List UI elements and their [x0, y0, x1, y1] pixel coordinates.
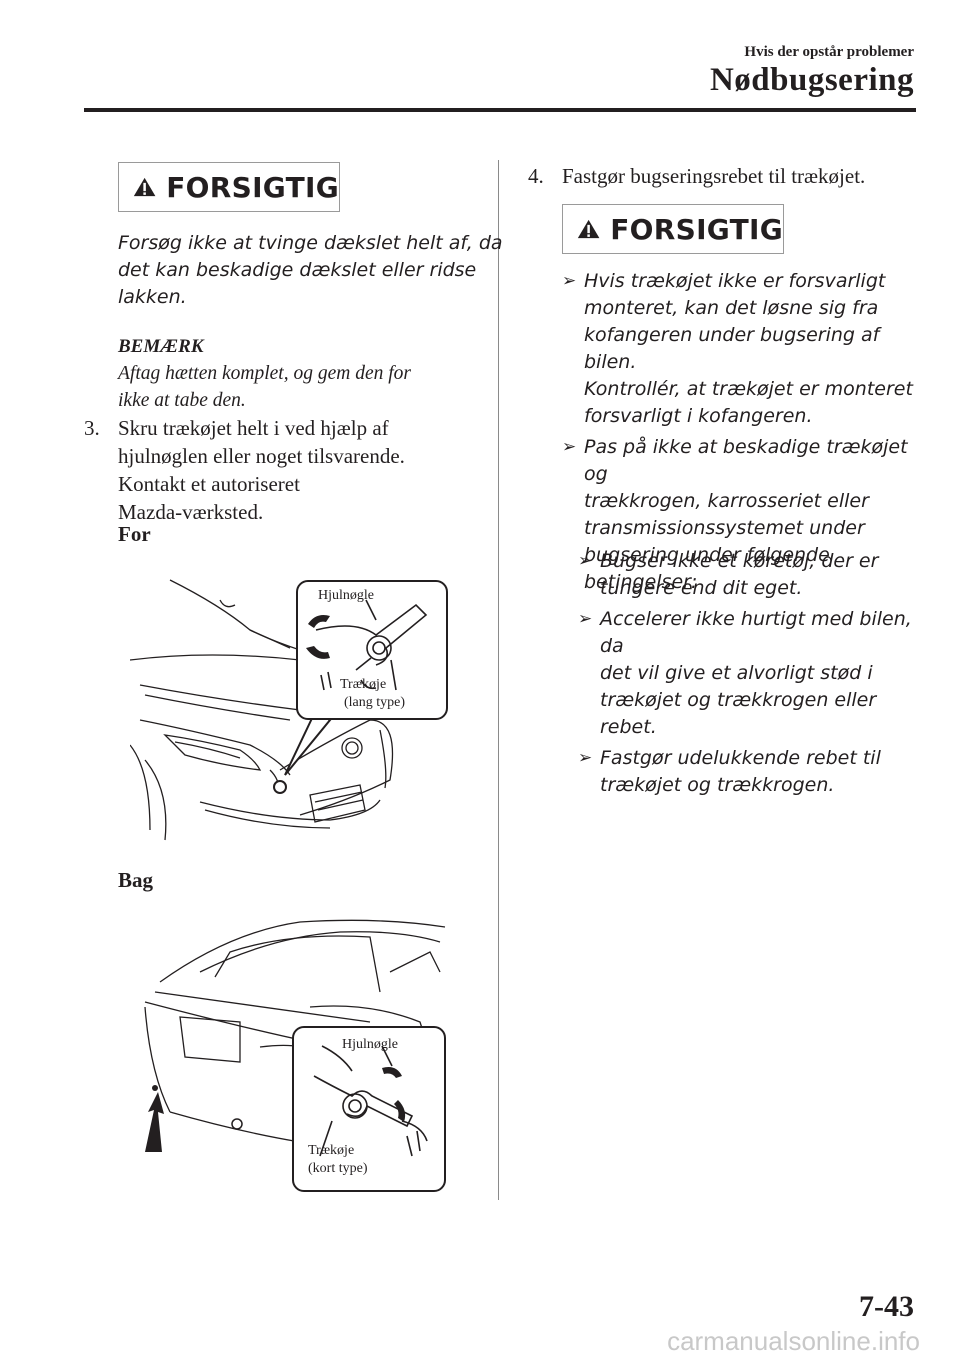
text-line: Fastgør udelukkende rebet til: [600, 747, 881, 769]
caution-sub-bullet-list: ➢ Bugser ikke et køretøj, der er tungere…: [578, 548, 918, 799]
text-line: det kan beskadige dækslet eller ridse: [118, 259, 477, 281]
text-line: bugsering under følgende: [584, 544, 830, 566]
rear-inset-box: [292, 1026, 446, 1192]
text-line: Hvis trækøjet ikke er forsvarligt: [584, 270, 886, 292]
step-number-4: 4.: [528, 164, 544, 188]
arrow-bullet-icon: ➢: [578, 609, 593, 629]
text-line: Pas på ikke at beskadige trækøjet og: [584, 436, 908, 485]
text-line: trækøjet og trækkrogen.: [600, 774, 835, 796]
step-3-text: Skru trækøjet helt i ved hjælp af hjulnø…: [118, 414, 405, 526]
text-line: kofangeren under bugsering af bilen.: [584, 324, 880, 373]
eye-type-front: (lang type): [344, 695, 405, 710]
front-inset-box: [296, 580, 448, 720]
text-line: ikke at tabe den.: [118, 390, 246, 411]
wrench-label-rear: Hjulnøgle: [342, 1037, 398, 1052]
text-line: tungere end dit eget.: [600, 577, 803, 599]
wrench-illustration-rear: Hjulnøgle Trækøje (kort type): [308, 1037, 428, 1176]
page-title: Nødbugsering: [709, 62, 914, 98]
text-line: lakken.: [118, 286, 187, 308]
text-line: forsvarligt i kofangeren.: [584, 405, 813, 427]
caution-label: FORSIGTIG: [166, 170, 339, 204]
caution-box-left: FORSIGTIG: [118, 162, 340, 212]
text-line: Kontrollér, at trækøjet er monteret: [584, 378, 913, 400]
caution-text-left: Forsøg ikke at tvinge dækslet helt af, d…: [118, 230, 503, 311]
step-4-text: Fastgør bugseringsrebet til trækøjet.: [562, 164, 866, 188]
list-item: ➢ Hvis trækøjet ikke er forsvarligt mont…: [562, 268, 922, 430]
text-line: Bugser ikke et køretøj, der er: [600, 550, 879, 572]
front-label: For: [118, 522, 151, 546]
caution-label: FORSIGTIG: [610, 212, 783, 246]
caution-box-right: FORSIGTIG: [562, 204, 784, 254]
text-line: Aftag hætten komplet, og gem den for: [118, 363, 411, 384]
text-line: Mazda-værksted.: [118, 500, 264, 524]
text-line: Accelerer ikke hurtigt med bilen, da: [600, 608, 912, 657]
list-item: ➢ Fastgør udelukkende rebet til trækøjet…: [578, 745, 918, 799]
eye-label-front: Trækøje: [340, 677, 386, 692]
page-number: 7-43: [859, 1290, 914, 1323]
header-rule: [84, 108, 916, 112]
text-line: transmissionssystemet under: [584, 517, 865, 539]
watermark: carmanualsonline.info: [667, 1326, 920, 1356]
warning-icon: [577, 219, 600, 239]
eye-type-rear: (kort type): [308, 1161, 368, 1176]
text-line: det vil give et alvorligt stød i: [600, 662, 873, 684]
text-line: Kontakt et autoriseret: [118, 472, 300, 496]
text-line: hjulnøglen eller noget tilsvarende.: [118, 444, 405, 468]
arrow-bullet-icon: ➢: [578, 748, 593, 768]
caution-bullet-list: ➢ Hvis trækøjet ikke er forsvarligt mont…: [562, 268, 922, 596]
text-line: monteret, kan det løsne sig fra: [584, 297, 879, 319]
text-line: Forsøg ikke at tvinge dækslet helt af, d…: [118, 232, 503, 254]
arrow-bullet-icon: ➢: [562, 437, 577, 457]
section-header: Hvis der opstår problemer: [744, 44, 914, 60]
rear-tow-eye-illustration: [144, 919, 446, 1152]
note-text: Aftag hætten komplet, og gem den for ikk…: [118, 360, 411, 414]
arrow-bullet-icon: ➢: [578, 551, 593, 571]
note-title: BEMÆRK: [118, 336, 204, 357]
rear-label: Bag: [118, 868, 154, 892]
step-number-3: 3.: [84, 416, 100, 440]
arrow-bullet-icon: ➢: [562, 271, 577, 291]
warning-icon: [133, 177, 156, 197]
list-item: ➢ Bugser ikke et køretøj, der er tungere…: [578, 548, 918, 602]
column-divider: [498, 160, 499, 1200]
text-line: betingelser:: [584, 571, 698, 593]
text-line: trækkrogen, karrosseriet eller: [584, 490, 869, 512]
list-item: ➢ Pas på ikke at beskadige trækøjet og t…: [562, 434, 922, 596]
list-item: ➢ Accelerer ikke hurtigt med bilen, da d…: [578, 606, 918, 741]
eye-label-rear: Trækøje: [308, 1143, 354, 1158]
text-line: trækøjet og trækkrogen eller rebet.: [600, 689, 877, 738]
wrench-illustration-front: Hjulnøgle Trækøje (lang type): [306, 588, 428, 710]
wrench-label-front: Hjulnøgle: [318, 588, 374, 603]
text-line: Skru trækøjet helt i ved hjælp af: [118, 416, 389, 440]
